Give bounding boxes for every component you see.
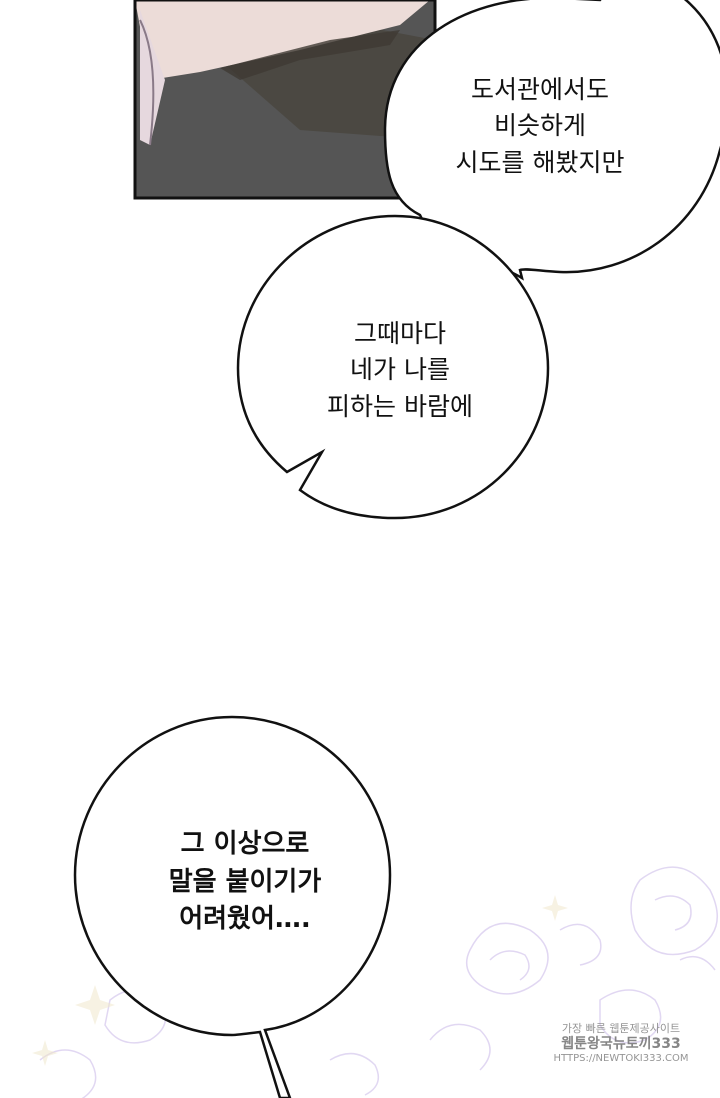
bubble-1-line-3: 시도를 해봤지만 — [455, 147, 625, 177]
bubble-1-line-1: 도서관에서도 — [470, 75, 609, 104]
bubble-2-line-2: 네가 나를 — [350, 355, 450, 385]
bubble-1-line-2: 비슷하게 — [493, 111, 586, 141]
bubble-3-text: 그 이상으로 말을 붙이기가 어려웠어…. — [145, 826, 345, 939]
site-watermark: 가장 빠른 웹툰제공사이트 웹툰왕국뉴토끼333 HTTPS://NEWTOKI… — [546, 1022, 696, 1066]
watermark-line-2: 웹툰왕국뉴토끼333 — [561, 1035, 681, 1052]
bubble-2-line-1: 그때마다 — [353, 319, 446, 348]
illustration-panel — [133, 0, 437, 200]
bubble-1-text: 도서관에서도 비슷하게 시도를 해봤지만 — [440, 72, 640, 181]
bubble-2-line-3: 피하는 바람에 — [327, 391, 473, 421]
speech-bubble-2 — [236, 214, 550, 520]
speech-bubble-1 — [383, 0, 720, 281]
watermark-line-3: HTTPS://NEWTOKI333.COM — [553, 1053, 689, 1065]
bubble-2-text: 그때마다 네가 나를 피하는 바람에 — [300, 316, 500, 425]
bubble-3-line-3: 어려웠어…. — [179, 904, 311, 935]
sparkle-decoration — [32, 895, 568, 1066]
bubble-3-line-2: 말을 붙이기가 — [168, 866, 322, 897]
speech-bubble-3 — [73, 715, 392, 1098]
watermark-line-1: 가장 빠른 웹툰제공사이트 — [561, 1022, 681, 1035]
bubble-3-line-1: 그 이상으로 — [180, 829, 310, 859]
